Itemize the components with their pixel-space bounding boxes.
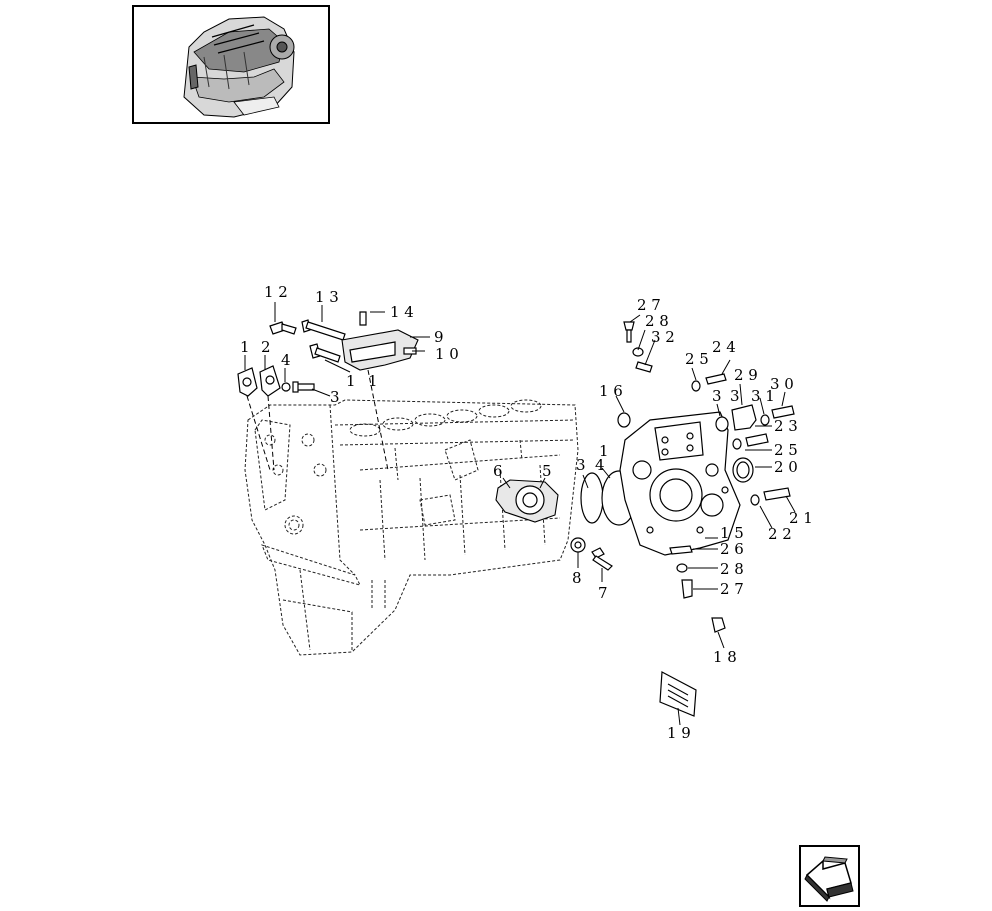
callout-15: 1 5	[720, 524, 744, 542]
callout-11: 1	[346, 372, 356, 390]
callout-34: 3	[576, 456, 586, 474]
callout-9: 9	[434, 328, 444, 346]
back-navigation-button[interactable]	[799, 845, 860, 907]
callout-23: 2 3	[774, 417, 798, 435]
callout-7: 7	[598, 584, 608, 602]
callout-21: 2 1	[789, 509, 813, 527]
callout-32: 3 2	[651, 328, 675, 346]
callout-2: 2	[261, 338, 271, 356]
callout-27-top: 2 7	[637, 296, 661, 314]
callout-3: 3	[330, 388, 340, 406]
callout-28-bottom: 2 8	[720, 560, 744, 578]
callout-5: 5	[542, 462, 552, 480]
callout-3-b: 3	[730, 387, 740, 405]
engine-block	[244, 399, 579, 656]
flywheel-housing	[619, 411, 741, 556]
callout-11-b: 1	[368, 372, 378, 390]
callout-27-bottom: 2 7	[720, 580, 744, 598]
housing-small-parts	[617, 321, 795, 633]
leader-lines	[244, 302, 796, 726]
callout-33: 3	[712, 387, 722, 405]
callout-26: 2 6	[720, 540, 744, 558]
callout-10: 1 0	[435, 345, 459, 363]
callout-12: 1 2	[264, 283, 288, 301]
callout-24: 2 4	[712, 338, 736, 356]
data-plate	[659, 671, 697, 717]
callout-6: 6	[493, 462, 503, 480]
back-arrow-icon	[804, 856, 854, 902]
callout-30: 3 0	[770, 375, 794, 393]
callout-25-mid: 2 5	[774, 441, 798, 459]
callout-35: 4	[595, 456, 605, 474]
callout-16: 1 6	[599, 382, 623, 400]
engine-thumbnail-icon	[183, 16, 295, 118]
front-flange-parts	[237, 365, 315, 471]
callout-4: 4	[281, 351, 291, 369]
callout-17: 1	[599, 442, 609, 460]
callout-13: 1 3	[315, 288, 339, 306]
callout-14: 1 4	[390, 303, 414, 321]
callout-28-top: 2 8	[645, 312, 669, 330]
top-bracket-parts	[269, 311, 419, 471]
engine-thumbnail	[132, 5, 330, 124]
callout-8: 8	[572, 569, 582, 587]
callout-18: 1 8	[713, 648, 737, 666]
callout-1: 1	[240, 338, 250, 356]
callout-labels: 1 2 1 3 1 4 9 1 0 1 1 1 2 4 3 6 5 8 7 3 …	[240, 283, 813, 742]
callout-19: 1 9	[667, 724, 691, 742]
callout-22: 2 2	[768, 525, 792, 543]
callout-31: 3 1	[751, 387, 775, 405]
callout-25-top: 2 5	[685, 350, 709, 368]
callout-29: 2 9	[734, 366, 758, 384]
callout-20: 2 0	[774, 458, 798, 476]
